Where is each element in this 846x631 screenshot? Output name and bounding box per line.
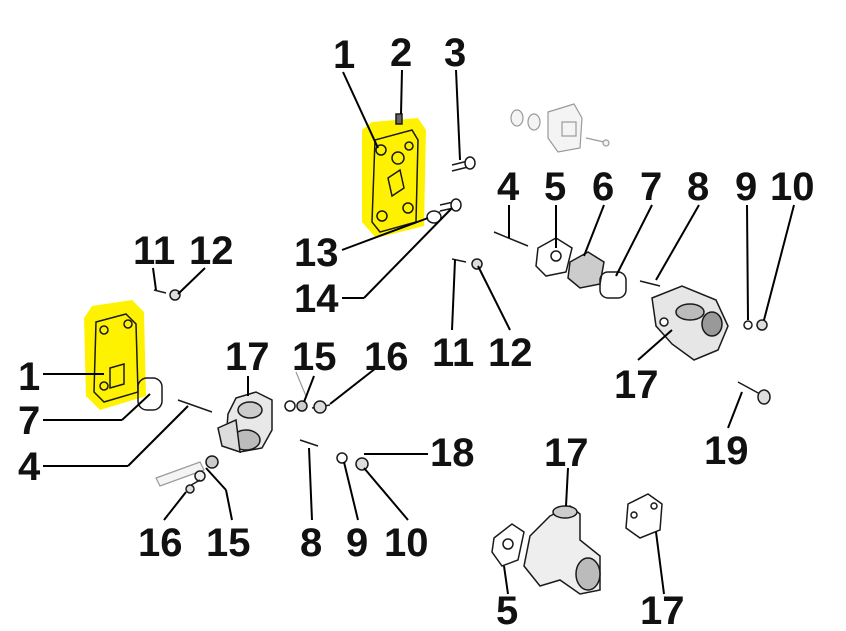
callout-10-right: 10 — [770, 165, 815, 209]
callout-10-bottom: 10 — [384, 521, 429, 565]
callout-15-top: 15 — [292, 335, 337, 379]
callout-15-bottom: 15 — [206, 521, 251, 565]
callout-3: 3 — [444, 31, 466, 75]
callout-6: 6 — [592, 165, 614, 209]
callout-12-mid: 12 — [488, 331, 533, 375]
gasket-6-part — [567, 251, 605, 289]
oring-7-left-part — [137, 377, 163, 411]
callout-12-top: 12 — [189, 229, 234, 273]
callout-11-top: 11 — [133, 229, 175, 273]
stud-nut-top-left-part — [153, 289, 181, 301]
callout-18: 18 — [430, 431, 475, 475]
callout-17-bottom-mid: 17 — [544, 431, 589, 475]
grub-screw-part — [395, 113, 403, 125]
bolt-13-part — [426, 210, 442, 224]
bolt-14-part — [439, 198, 462, 212]
pin-4-left-part — [177, 399, 213, 413]
fuel-pump-part — [217, 391, 273, 454]
callout-5-bottom: 5 — [496, 589, 518, 631]
callout-17-right: 17 — [614, 363, 659, 407]
callout-17-bottom-right: 17 — [640, 589, 685, 631]
callout-1-left: 1 — [18, 355, 40, 399]
washer-9-bottom-part — [336, 452, 348, 464]
sensor-assembly-part — [510, 103, 610, 153]
pin-4-right-part — [493, 231, 529, 247]
bolt-3-part — [451, 156, 476, 172]
callout-16-bottom: 16 — [138, 521, 183, 565]
stud-nut-mid-part — [451, 258, 483, 270]
callout-labels: 1 2 3 4 5 6 7 8 9 10 11 12 13 14 11 12 1… — [18, 31, 815, 631]
gasket-5-bottom-part — [491, 523, 525, 567]
callout-14: 14 — [294, 277, 339, 321]
blanking-plate-part — [625, 493, 663, 539]
stud-8-bottom-part — [299, 439, 319, 447]
hose-fitting-part — [155, 455, 219, 494]
callout-8-right: 8 — [687, 165, 709, 209]
gasket-5-top-part — [535, 237, 573, 277]
stud-8-right-part — [639, 280, 661, 287]
thermostat-housing-part — [651, 285, 729, 361]
callout-7-right: 7 — [640, 165, 662, 209]
callout-9-bottom: 9 — [346, 521, 368, 565]
callout-11-mid: 11 — [432, 331, 474, 375]
bolt-19-part — [737, 381, 771, 405]
callout-7-left: 7 — [18, 399, 40, 443]
callout-16-top: 16 — [364, 335, 409, 379]
callout-5-top: 5 — [544, 165, 566, 209]
nut-10-right-part — [756, 319, 768, 331]
callout-8-bottom: 8 — [300, 521, 322, 565]
callout-2: 2 — [390, 31, 412, 75]
hose-ghost-part — [295, 371, 307, 397]
bolt-16-top-part — [311, 400, 331, 414]
callout-4-left: 4 — [18, 445, 41, 489]
callout-13: 13 — [294, 231, 339, 275]
t-fitting-part — [523, 505, 601, 595]
oring-7-right-part — [599, 271, 627, 299]
callout-1-top: 1 — [333, 33, 355, 77]
callout-9-right: 9 — [735, 165, 757, 209]
nut-10-bottom-part — [355, 457, 369, 471]
washer-15-top-part — [284, 400, 308, 412]
callout-19: 19 — [704, 429, 749, 473]
callout-4-right: 4 — [497, 165, 520, 209]
callout-17-pump: 17 — [225, 335, 270, 379]
washer-9-right-part — [743, 320, 753, 330]
leader-lines — [43, 69, 795, 595]
